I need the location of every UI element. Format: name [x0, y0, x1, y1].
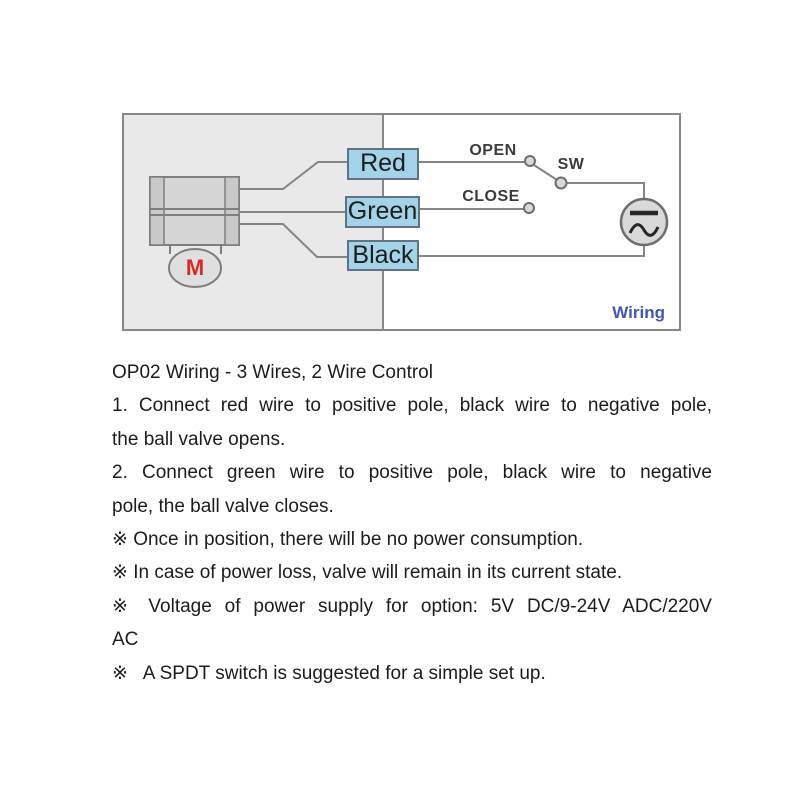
instruction-line: ※ Voltage of power supply for option: 5V…: [112, 590, 712, 623]
instruction-line: 2. Connect green wire to positive pole, …: [112, 456, 712, 489]
instruction-line: ※ In case of power loss, valve will rema…: [112, 556, 712, 589]
valve-right-flange: [225, 177, 239, 245]
close-label: CLOSE: [450, 188, 532, 206]
switch-to-source-wire: [566, 183, 644, 199]
wire-label-green: Green: [348, 197, 417, 225]
valve-left-flange: [150, 177, 164, 245]
instruction-line: AC: [112, 623, 712, 656]
wire-label-black: Black: [352, 241, 413, 269]
instruction-line: pole, the ball valve closes.: [112, 490, 712, 523]
instruction-line: 1. Connect red wire to positive pole, bl…: [112, 389, 712, 422]
wires: [239, 162, 644, 257]
wire-label-red: Red: [360, 149, 406, 177]
motor-label: M: [180, 255, 210, 281]
instructions-title: OP02 Wiring - 3 Wires, 2 Wire Control: [112, 356, 712, 389]
instruction-line: the ball valve opens.: [112, 423, 712, 456]
wire-label-box-green: Green: [345, 196, 420, 228]
instructions-block: OP02 Wiring - 3 Wires, 2 Wire Control 1.…: [112, 356, 712, 690]
red-wire: [239, 162, 347, 189]
ac-source-circle: [621, 199, 667, 245]
wiring-diagram-panel: Red Green Black OPEN SW CLOSE M Wiring: [122, 113, 681, 331]
black-wire: [239, 224, 347, 257]
ac-power-source: [621, 199, 667, 245]
instruction-line: ※ Once in position, there will be no pow…: [112, 523, 712, 556]
open-label: OPEN: [456, 142, 530, 160]
instruction-line: ※ A SPDT switch is suggested for a simpl…: [112, 657, 712, 690]
wire-label-box-black: Black: [347, 240, 419, 271]
switch-pivot-contact: [556, 178, 567, 189]
source-to-black-wire: [419, 245, 644, 256]
wire-label-box-red: Red: [347, 148, 419, 180]
sw-label: SW: [548, 156, 594, 174]
wiring-caption: Wiring: [612, 303, 665, 323]
